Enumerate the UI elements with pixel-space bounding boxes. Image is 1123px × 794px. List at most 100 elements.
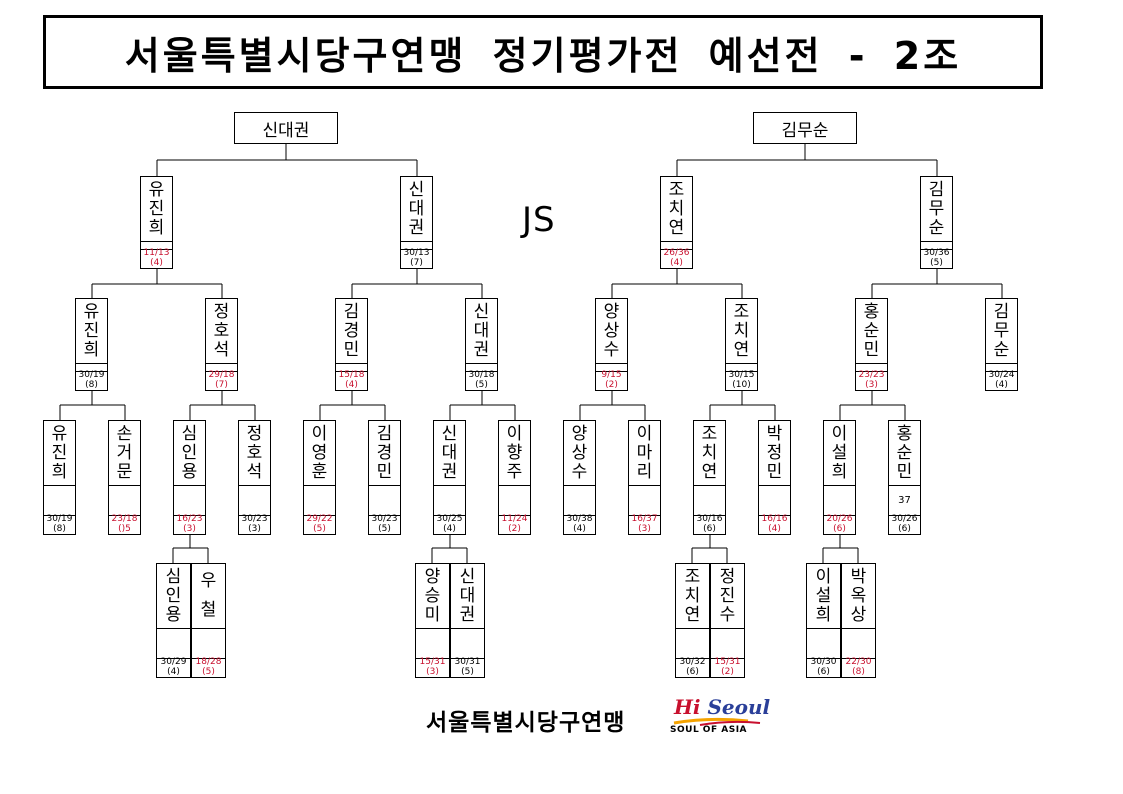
player-blank-row <box>596 363 627 372</box>
player-blank-row <box>157 628 190 659</box>
player-blank-row <box>416 628 449 659</box>
player-score: 29/18(7) <box>206 369 237 390</box>
player-score: 30/16(6) <box>694 513 725 534</box>
score-value: 30/19 <box>46 513 73 524</box>
score-value: 23/23 <box>858 369 885 380</box>
player-score: 30/15(10) <box>726 369 757 390</box>
logo-tagline: SOUL OF ASIA <box>670 725 748 735</box>
rank-value: (5) <box>475 379 488 390</box>
logo-seoul: Seoul <box>700 695 771 719</box>
player-score: 30/30(6) <box>807 656 840 677</box>
rank-value: (5) <box>313 523 326 534</box>
group-label: JS <box>522 200 556 240</box>
score-value: 30/16 <box>696 513 723 524</box>
rank-value: (4) <box>670 257 683 268</box>
player-blank-row <box>694 485 725 516</box>
player-blank-row <box>109 485 140 516</box>
score-value: 9/15 <box>601 369 622 380</box>
rank-value: (6) <box>833 523 846 534</box>
player-name: 우 철 <box>192 564 225 629</box>
score-value: 30/32 <box>679 656 706 667</box>
rank-value: (3) <box>638 523 651 534</box>
player-blank-row <box>921 241 952 250</box>
player-blank-row <box>336 363 367 372</box>
rank-value: (3) <box>248 523 261 534</box>
group-winner-box: 김무순 <box>753 112 857 144</box>
rank-value: (4) <box>573 523 586 534</box>
player-blank-row <box>434 485 465 516</box>
rank-value: (6) <box>686 666 699 677</box>
score-value: 30/29 <box>160 656 187 667</box>
player-blank-row <box>711 628 744 659</box>
player-blank-row <box>369 485 400 516</box>
rank-value: (5) <box>930 257 943 268</box>
player-score: 18/28(5) <box>192 656 225 677</box>
player-score: 30/31(5) <box>451 656 484 677</box>
rank-value: (4) <box>345 379 358 390</box>
player-blank-row <box>759 485 790 516</box>
player-blank-row <box>842 628 875 659</box>
rank-value: (4) <box>443 523 456 534</box>
player-blank-row <box>76 363 107 372</box>
player-blank-row <box>206 363 237 372</box>
rank-value: (10) <box>732 379 751 390</box>
rank-value: (4) <box>768 523 781 534</box>
score-value: 22/30 <box>845 656 872 667</box>
player-blank-row <box>564 485 595 516</box>
player-score: 30/13(7) <box>401 247 432 268</box>
player-score: 15/18(4) <box>336 369 367 390</box>
player-score: 30/23(5) <box>369 513 400 534</box>
score-value: 30/23 <box>371 513 398 524</box>
rank-value: (4) <box>995 379 1008 390</box>
player-box: 우 철 18/28(5) <box>191 563 226 678</box>
score-value: 30/30 <box>810 656 837 667</box>
player-blank-row <box>824 485 855 516</box>
hi-seoul-logo: Hi Seoul SOUL OF ASIA <box>670 695 770 741</box>
player-blank-row <box>726 363 757 372</box>
player-blank-row <box>174 485 205 516</box>
score-value: 26/36 <box>663 247 690 258</box>
player-score: 30/38(4) <box>564 513 595 534</box>
score-value: 30/23 <box>241 513 268 524</box>
score-value: 30/19 <box>78 369 105 380</box>
player-blank-row <box>629 485 660 516</box>
rank-value: (7) <box>410 257 423 268</box>
player-blank-row <box>192 628 225 659</box>
score-value: 11/24 <box>501 513 528 524</box>
player-score: 16/23(3) <box>174 513 205 534</box>
player-score: 30/26(6) <box>889 513 920 534</box>
score-value: 15/31 <box>714 656 741 667</box>
